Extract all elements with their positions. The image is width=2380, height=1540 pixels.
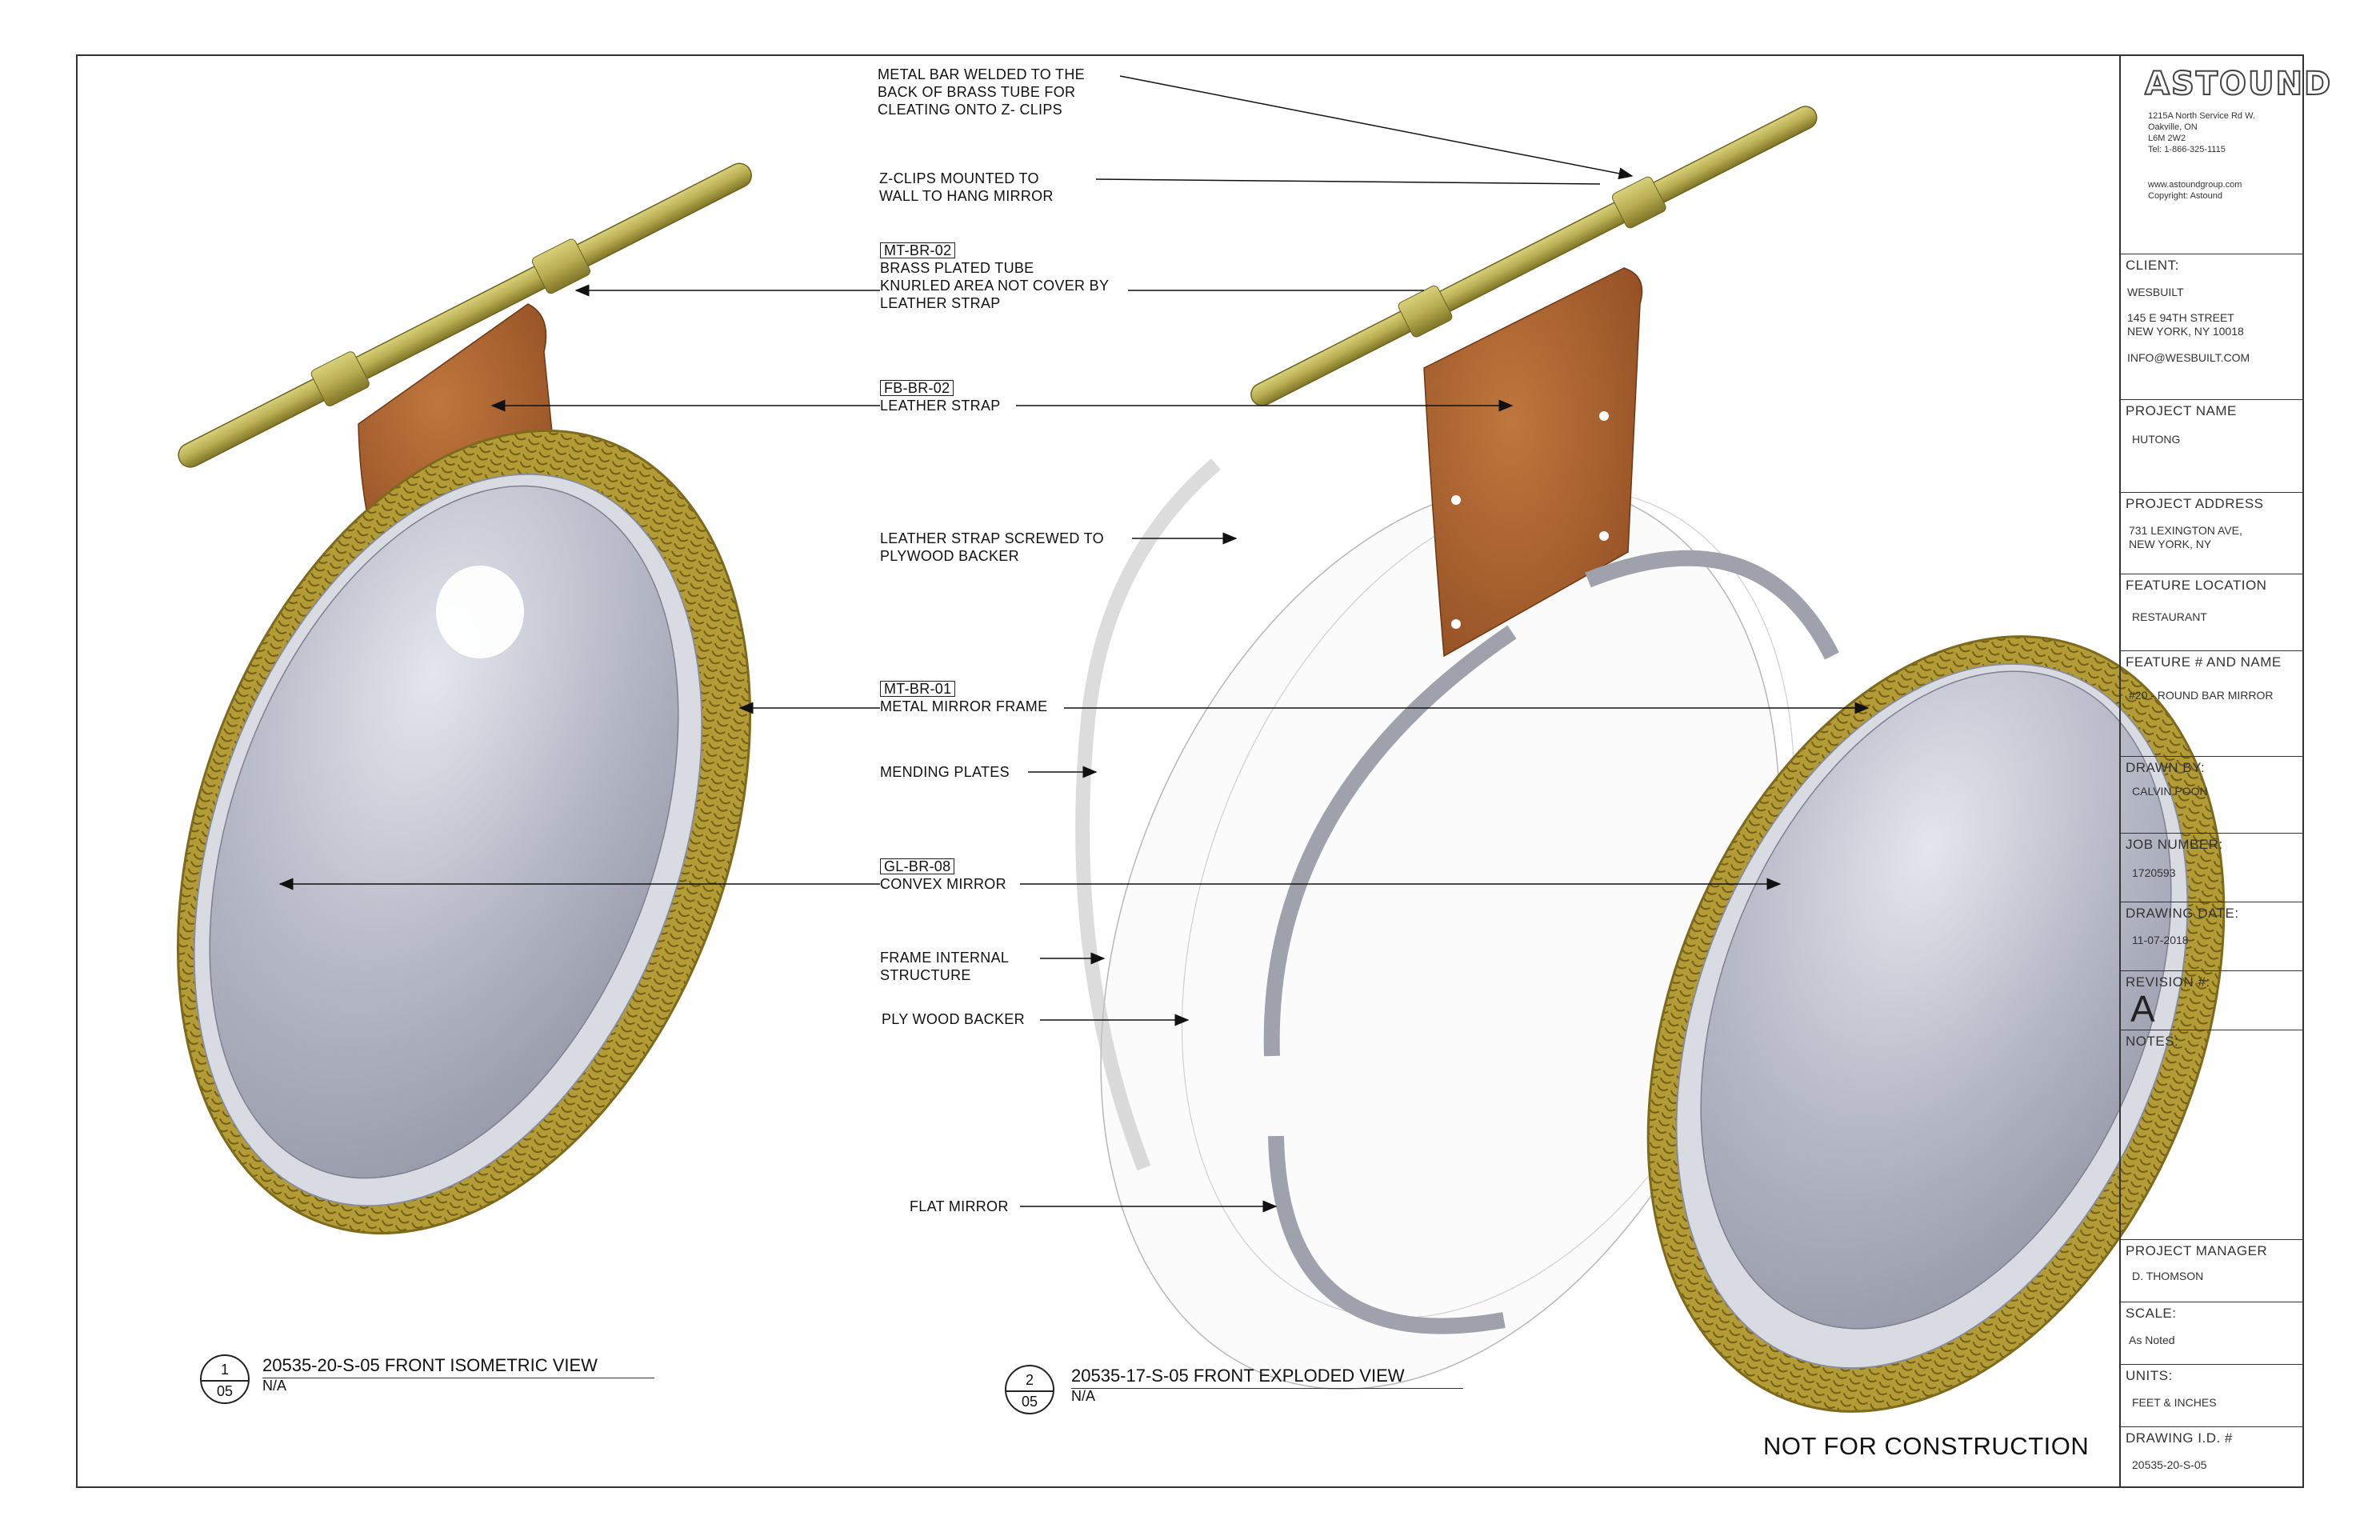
title-block: ASTOUND 1215A North Service Rd W. Oakvil… — [2119, 54, 2331, 1488]
callout-frame-internal: FRAME INTERNAL STRUCTURE — [880, 950, 1010, 983]
drawing-date-cell: DRAWING DATE: 11-07-2018 — [2121, 902, 2304, 971]
revision-cell: REVISION #: A — [2121, 971, 2304, 1030]
callout-strap-screwed: LEATHER STRAP SCREWED TO PLYWOOD BACKER — [880, 530, 1104, 564]
knurl-sleeve-right — [531, 238, 590, 294]
job-number-cell: JOB NUMBER: 1720593 — [2121, 834, 2304, 902]
callout-z-clips: Z-CLIPS MOUNTED TO WALL TO HANG MIRROR — [879, 170, 1054, 204]
leather-strap-right — [1423, 267, 1643, 658]
material-tag: FB-BR-02 — [880, 380, 954, 396]
view-number-1: 1 05 — [200, 1354, 250, 1404]
view-number-2: 2 05 — [1005, 1365, 1054, 1414]
company-logo: ASTOUND — [2144, 65, 2333, 103]
isometric-mirror-assembly — [177, 162, 752, 1235]
drawing-id-cell: DRAWING I.D. # 20535-20-S-05 — [2126, 1430, 2233, 1471]
callout-convex-mirror: GL-BR-08 CONVEX MIRROR — [880, 858, 1006, 892]
project-address-cell: PROJECT ADDRESS 731 LEXINGTON AVE, NEW Y… — [2121, 493, 2304, 574]
callout-brass-tube: MT-BR-02 BRASS PLATED TUBE KNURLED AREA … — [880, 242, 1110, 311]
flat-mirror-arc-top — [1585, 550, 1839, 660]
revision-letter: A — [2130, 988, 2155, 1030]
view-scale-1: N/A — [262, 1378, 287, 1394]
client-cell: CLIENT: WESBUILT 145 E 94TH STREET NEW Y… — [2121, 254, 2304, 400]
callout-leather-strap: FB-BR-02 LEATHER STRAP — [880, 380, 1001, 414]
feature-location-cell: FEATURE LOCATION RESTAURANT — [2121, 574, 2304, 651]
drawn-by-cell: DRAWN BY: CALVIN POON — [2121, 757, 2304, 834]
scale-cell: SCALE: As Noted — [2121, 1302, 2304, 1365]
notes-cell: NOTES: — [2121, 1030, 2304, 1240]
exploded-mirror-assembly — [1075, 106, 2226, 1413]
not-for-construction-stamp: NOT FOR CONSTRUCTION — [1763, 1432, 2090, 1460]
view-title-1: 20535-20-S-05 FRONT ISOMETRIC VIEW — [262, 1355, 598, 1375]
callout-metal-bar: METAL BAR WELDED TO THE BACK OF BRASS TU… — [878, 66, 1085, 118]
convex-mirror-right — [1700, 670, 2172, 1330]
material-tag: MT-BR-01 — [880, 681, 956, 697]
units-cell: UNITS: FEET & INCHES — [2121, 1365, 2304, 1427]
callout-mending-plates: MENDING PLATES — [880, 764, 1010, 780]
knurl-sleeve-left — [310, 351, 370, 406]
company-cell: ASTOUND 1215A North Service Rd W. Oakvil… — [2121, 54, 2331, 254]
project-name-cell: PROJECT NAME HUTONG — [2121, 400, 2304, 493]
flat-mirror-arc-left — [1263, 625, 1517, 1057]
material-tag: MT-BR-02 — [880, 242, 956, 258]
feature-name-cell: FEATURE # AND NAME #20 - ROUND BAR MIRRO… — [2121, 651, 2304, 757]
callout-flat-mirror: FLAT MIRROR — [910, 1198, 1009, 1214]
convex-mirror-left — [209, 485, 679, 1179]
brass-tube-right — [1250, 106, 1818, 406]
mirror-highlight — [436, 566, 524, 658]
view-title-rule — [1071, 1388, 1463, 1389]
callout-plywood-backer: PLY WOOD BACKER — [882, 1011, 1025, 1027]
sheet-border — [76, 54, 2304, 1488]
flat-mirror-arc-bottom — [1268, 1135, 1506, 1334]
project-manager-cell: PROJECT MANAGER D. THOMSON — [2121, 1240, 2304, 1302]
leader-metal-bar — [1119, 75, 1634, 180]
frame-internal-arc — [1075, 458, 1221, 1171]
material-tag: GL-BR-08 — [880, 858, 955, 874]
view-scale-2: N/A — [1071, 1388, 1096, 1404]
view-title-2: 20535-17-S-05 FRONT EXPLODED VIEW — [1071, 1366, 1405, 1386]
leader-lines — [278, 75, 1870, 1213]
leader-z-clips — [1095, 178, 1601, 185]
callout-mirror-frame: MT-BR-01 METAL MIRROR FRAME — [880, 681, 1048, 714]
